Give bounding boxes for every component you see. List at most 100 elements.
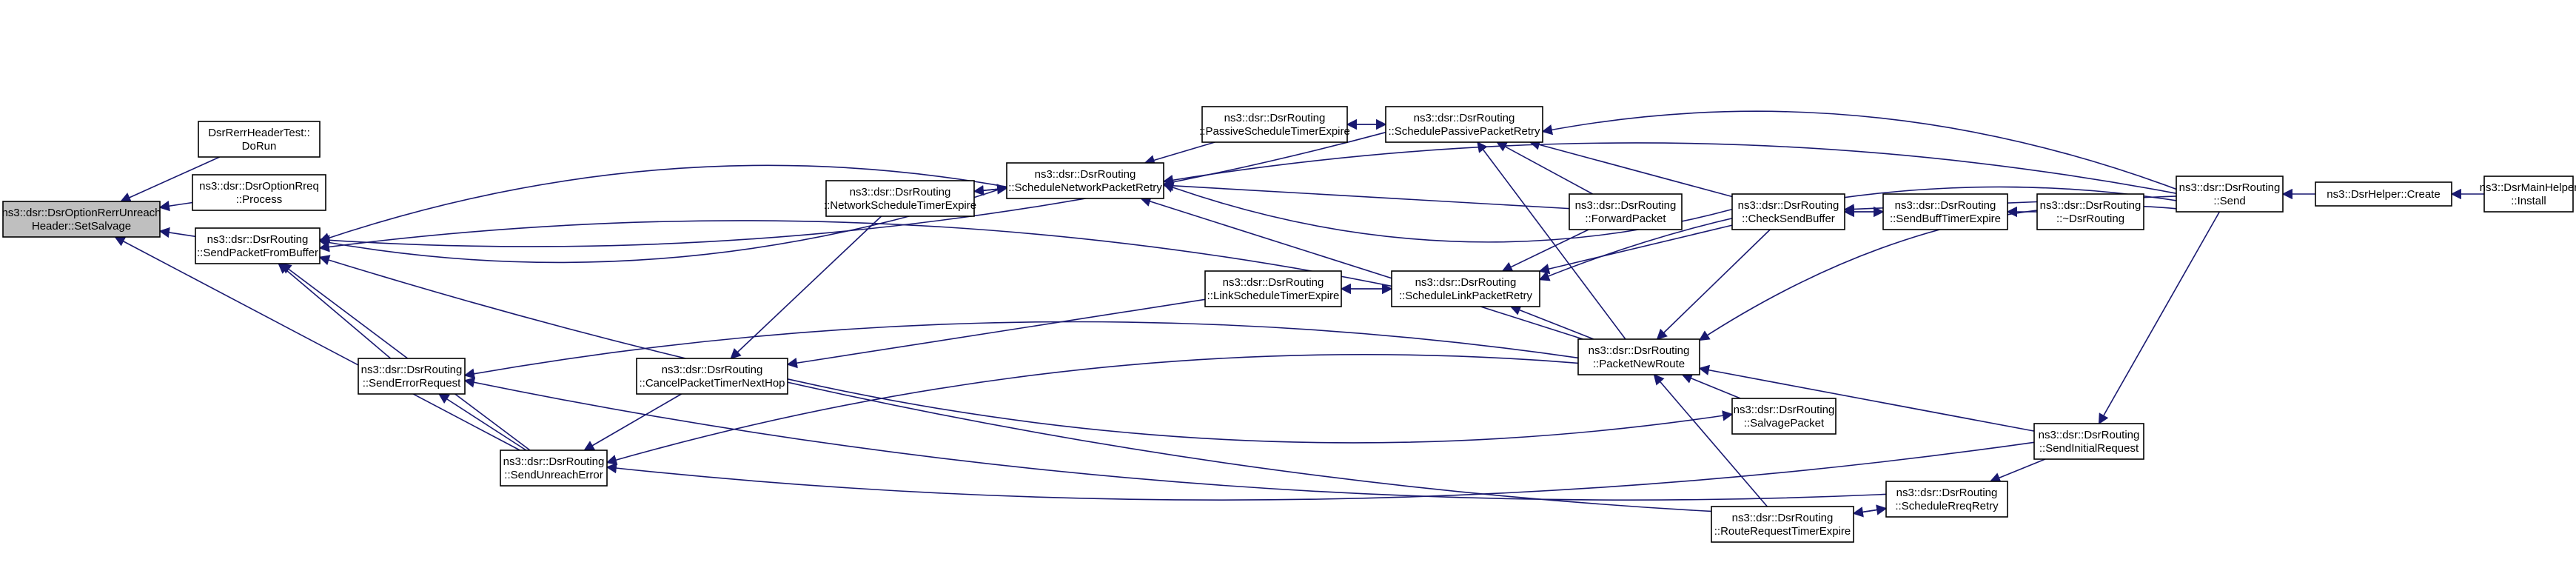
node-packetnewroute[interactable]: ns3::dsr::DsrRouting::PacketNewRoute [1577,338,1700,375]
node-sendbuffexpire-label-2: ::SendBuffTimerExpire [1890,213,2001,225]
node-salvagepacket-label-2: ::SalvagePacket [1744,417,1825,430]
node-sendunreach-label-1: ns3::dsr::DsrRouting [503,455,605,468]
edge-senderrreq-to-sendfrombuffer [278,263,392,359]
edge-sendinitreq-to-sendunreach [606,441,2035,501]
node-senderrreq-label-1: ns3::dsr::DsrRouting [361,364,463,376]
node-sendfrombuffer-label-1: ns3::dsr::DsrRouting [207,233,309,246]
node-sendbuffexpire[interactable]: ns3::dsr::DsrRouting::SendBuffTimerExpir… [1882,193,2008,230]
node-schedpassretry[interactable]: ns3::dsr::DsrRouting::SchedulePassivePac… [1385,106,1543,143]
node-netschedexpire[interactable]: ns3::dsr::DsrRouting::NetworkScheduleTim… [824,180,976,217]
node-checksendbuffer-label-1: ns3::dsr::DsrRouting [1738,199,1839,212]
node-sendinitreq-label-1: ns3::dsr::DsrRouting [2039,429,2140,441]
node-checksendbuffer[interactable]: ns3::dsr::DsrRouting::CheckSendBuffer [1731,193,1845,230]
node-process-box [192,174,326,211]
node-routereqexpire[interactable]: ns3::dsr::DsrRouting::RouteRequestTimerE… [1711,506,1854,543]
node-linkexpire[interactable]: ns3::dsr::DsrRouting::LinkScheduleTimerE… [1204,270,1342,307]
node-sendunreach-label-2: ::SendUnreachError [504,469,603,481]
edge-routereqexpire-to-packetnewroute [1653,373,1768,507]
edge-send-to-sendinitreq [2098,211,2221,425]
edge-send-to-schednetretry [1162,142,2177,194]
edge-sendunreach-to-root [114,236,520,451]
node-schedlinkretry-box [1391,270,1540,307]
node-process-label-1: ns3::dsr::DsrOptionRreq [199,180,319,193]
edge-routereqexpire-to-schedreqretry [1853,504,1888,515]
node-root-label-1: ns3::dsr::DsrOptionRerrUnreach [1,207,161,219]
node-schedpassretry-box [1385,106,1543,143]
node-install[interactable]: ns3::DsrMainHelper::Install [2480,176,2576,213]
node-root[interactable]: ns3::dsr::DsrOptionRerrUnreachHeader::Se… [1,201,161,238]
edge-packetnewroute-to-sendunreach [606,353,1579,466]
node-forwardpacket-label-1: ns3::dsr::DsrRouting [1575,199,1677,212]
node-netschedexpire-box [825,180,975,217]
node-helpercreate[interactable]: ns3::DsrHelper::Create [2315,181,2452,207]
node-send[interactable]: ns3::dsr::DsrRouting::Send [2176,176,2284,213]
node-forwardpacket[interactable]: ns3::dsr::DsrRouting::ForwardPacket [1569,193,1683,230]
node-sendunreach-box [500,450,608,487]
node-linkexpire-box [1204,270,1342,307]
edge-salvagepacket-to-packetnewroute [1681,373,1741,399]
node-process[interactable]: ns3::dsr::DsrOptionRreq::Process [192,174,326,211]
node-schednetretry[interactable]: ns3::dsr::DsrRouting::ScheduleNetworkPac… [1006,162,1164,199]
node-linkexpire-label-1: ns3::dsr::DsrRouting [1223,276,1324,289]
node-senderrreq[interactable]: ns3::dsr::DsrRouting::SendErrorRequest [358,358,466,395]
node-netschedexpire-label-2: ::NetworkScheduleTimerExpire [824,199,976,212]
node-cancelnexthop-box [636,358,788,395]
node-cancelnexthop-label-2: ::CancelPacketTimerNextHop [639,377,785,390]
node-passexpire[interactable]: ns3::dsr::DsrRouting::PassiveScheduleTim… [1199,106,1350,143]
node-schedreqretry-label-2: ::ScheduleRreqRetry [1895,500,1999,512]
node-passexpire-label-2: ::PassiveScheduleTimerExpire [1199,125,1350,138]
edge-sendfrombuffer-to-root [158,227,196,238]
node-dtor-box [2036,193,2144,230]
edge-checksendbuffer-to-packetnewroute [1656,229,1771,341]
node-dorun-label-2: DoRun [242,140,277,153]
edge-forwardpacket-to-schednetretry [1162,180,1570,210]
node-sendfrombuffer[interactable]: ns3::dsr::DsrRouting::SendPacketFromBuff… [195,227,321,264]
edge-schedreqretry-to-senderrreq [463,377,1887,501]
node-schedreqretry-box [1885,481,2008,518]
node-packetnewroute-label-1: ns3::dsr::DsrRouting [1589,344,1690,357]
node-helpercreate-box [2315,181,2452,207]
node-dtor[interactable]: ns3::dsr::DsrRouting::~DsrRouting [2036,193,2144,230]
node-sendinitreq[interactable]: ns3::dsr::DsrRouting::SendInitialRequest [2033,423,2144,460]
node-cancelnexthop[interactable]: ns3::dsr::DsrRouting::CancelPacketTimerN… [636,358,788,395]
edge-netschedexpire-to-schednetretry [973,184,1008,195]
node-routereqexpire-label-2: ::RouteRequestTimerExpire [1714,525,1851,538]
node-schedreqretry[interactable]: ns3::dsr::DsrRouting::ScheduleRreqRetry [1885,481,2008,518]
node-dtor-label-1: ns3::dsr::DsrRouting [2040,199,2141,212]
node-senderrreq-box [358,358,466,395]
edge-routereqexpire-to-sendfrombuffer [318,255,1712,512]
node-sendbuffexpire-box [1882,193,2008,230]
node-sendinitreq-label-2: ::SendInitialRequest [2039,442,2139,455]
node-packetnewroute-label-2: ::PacketNewRoute [1593,358,1685,370]
node-schednetretry-label-1: ns3::dsr::DsrRouting [1035,168,1136,181]
node-salvagepacket[interactable]: ns3::dsr::DsrRouting::SalvagePacket [1731,398,1837,435]
node-schednetretry-box [1006,162,1164,199]
node-process-label-2: ::Process [236,193,283,206]
edge-process-to-root [158,201,193,212]
edge-checksendbuffer-to-schedlinkretry [1538,224,1733,275]
edge-packetnewroute-to-senderrreq [463,321,1579,379]
node-schedlinkretry-label-1: ns3::dsr::DsrRouting [1415,276,1517,289]
node-sendinitreq-box [2033,423,2144,460]
edge-send-to-schedlinkretry [1538,186,2177,281]
node-sendunreach[interactable]: ns3::dsr::DsrRouting::SendUnreachError [500,450,608,487]
node-helpercreate-label-1: ns3::DsrHelper::Create [2327,188,2440,201]
edge-schednetretry-to-sendfrombuffer [318,164,1007,244]
node-send-box [2176,176,2284,213]
node-dorun[interactable]: DsrRerrHeaderTest::DoRun [198,121,321,158]
edge-passexpire-to-schednetretry [1144,141,1215,166]
node-send-label-2: ::Send [2213,195,2245,207]
node-dorun-label-1: DsrRerrHeaderTest:: [208,127,310,139]
node-routereqexpire-box [1711,506,1854,543]
node-forwardpacket-box [1569,193,1683,230]
node-schedlinkretry-label-2: ::ScheduleLinkPacketRetry [1399,290,1533,302]
edge-forwardpacket-to-schedpassretry [1496,141,1594,195]
node-schedpassretry-label-2: ::SchedulePassivePacketRetry [1388,125,1540,138]
edge-linkexpire-to-cancelnexthop [786,298,1206,369]
node-install-box [2483,176,2574,213]
node-schedlinkretry[interactable]: ns3::dsr::DsrRouting::ScheduleLinkPacket… [1391,270,1540,307]
node-sendfrombuffer-box [195,227,321,264]
edge-sendinitreq-to-schedreqretry [1989,458,2046,483]
node-salvagepacket-label-1: ns3::dsr::DsrRouting [1734,404,1835,416]
node-checksendbuffer-label-2: ::CheckSendBuffer [1742,213,1835,225]
